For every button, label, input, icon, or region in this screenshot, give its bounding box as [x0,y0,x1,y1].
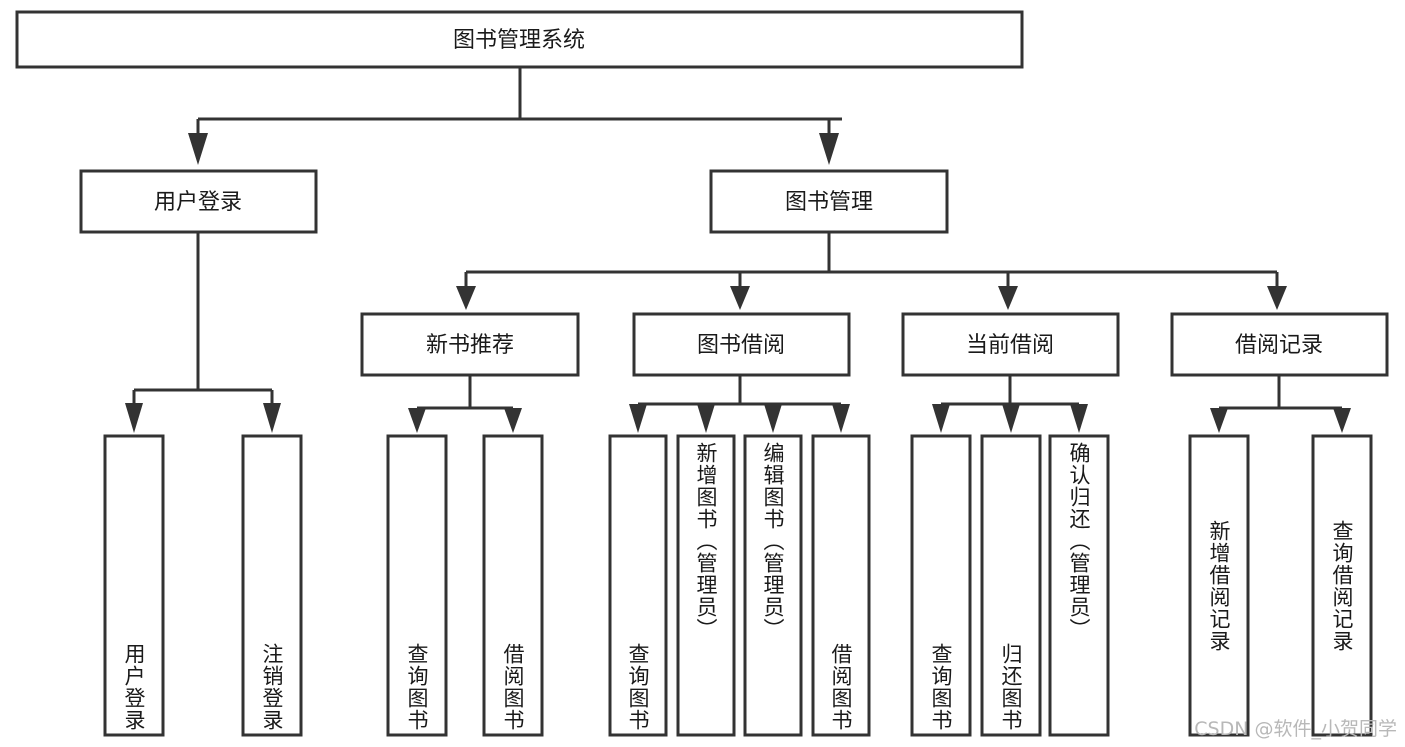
leaf-box-return-book[interactable] [980,434,1042,737]
node-label-root: 图书管理系统 [453,28,585,53]
leaf-box-logout[interactable] [241,434,303,737]
connector-group-new-book-rec-children [408,375,522,433]
leaf-box-query-book-3[interactable] [910,434,972,737]
arrow-head-current-borrow [998,286,1018,310]
arrow-head-leaf-borrow-book-1 [504,408,522,433]
connector-group-user-login-children [125,232,281,433]
node-label-book-borrowing: 图书借阅 [697,333,785,358]
node-root-book-management-system[interactable]: 图书管理系统 [15,10,1024,69]
node-box-book-borrowing [632,312,851,377]
leaf-box-group [103,434,1373,737]
arrow-head-leaf-user-login [125,403,143,433]
leaf-box-borrow-book-1[interactable] [482,434,544,737]
leaf-box-add-borrow-record[interactable] [1188,434,1250,737]
connector-group-book-mgmt-children [456,232,1287,310]
node-new-book-recommendation[interactable]: 新书推荐 [360,312,580,377]
leaf-box-confirm-return-admin[interactable] [1048,434,1110,737]
arrow-head-book-mgmt [819,133,839,165]
leaf-box-query-book-2[interactable] [608,434,668,737]
arrow-head-borrow-records [1267,286,1287,310]
leaf-box-query-book-1[interactable] [386,434,448,737]
leaf-box-borrow-book-2[interactable] [811,434,871,737]
node-box-book-management [709,169,949,234]
arrow-head-leaf-query-book-3 [932,404,950,433]
arrow-head-leaf-add-book [697,404,715,433]
csdn-watermark: CSDN @软件_小贺同学 [1194,718,1397,740]
node-current-borrowing[interactable]: 当前借阅 [901,312,1120,377]
node-user-login[interactable]: 用户登录 [79,169,318,234]
connector-group-borrow-records-children [1210,375,1351,433]
node-borrowing-records[interactable]: 借阅记录 [1170,312,1389,377]
node-box-current-borrowing [901,312,1120,377]
arrow-head-leaf-query-record [1333,408,1351,433]
leaf-box-user-login[interactable] [103,434,165,737]
node-label-book-management: 图书管理 [785,190,873,215]
connector-group-current-borrow-children [932,375,1088,433]
node-label-borrowing-records: 借阅记录 [1235,333,1323,358]
arrow-head-leaf-confirm-return [1070,404,1088,433]
node-label-new-book-recommendation: 新书推荐 [426,333,514,358]
arrow-head-leaf-query-book-2 [629,404,647,433]
leaf-box-query-borrow-record[interactable] [1311,434,1373,737]
arrow-head-leaf-logout [263,403,281,433]
node-book-management[interactable]: 图书管理 [709,169,949,234]
arrow-head-leaf-add-record [1210,408,1228,433]
node-box-borrowing-records [1170,312,1389,377]
node-book-borrowing[interactable]: 图书借阅 [632,312,851,377]
arrow-head-leaf-edit-book [764,404,782,433]
arrow-head-leaf-borrow-book-2 [832,404,850,433]
node-box-root [15,10,1024,69]
leaf-box-add-book-admin[interactable] [676,434,736,737]
node-label-user-login: 用户登录 [154,190,242,215]
leaf-box-edit-book-admin[interactable] [743,434,803,737]
connector-group-root-to-level2 [188,67,842,165]
arrow-head-leaf-return-book [1002,404,1020,433]
arrow-head-new-book-rec [456,286,476,310]
node-label-current-borrowing: 当前借阅 [966,333,1054,358]
arrow-head-user-login [188,133,208,165]
node-box-user-login [79,169,318,234]
arrow-head-book-borrow [730,286,750,310]
connector-group-book-borrow-children [629,375,850,433]
arrow-head-leaf-query-book-1 [408,408,426,433]
node-box-new-book-recommendation [360,312,580,377]
